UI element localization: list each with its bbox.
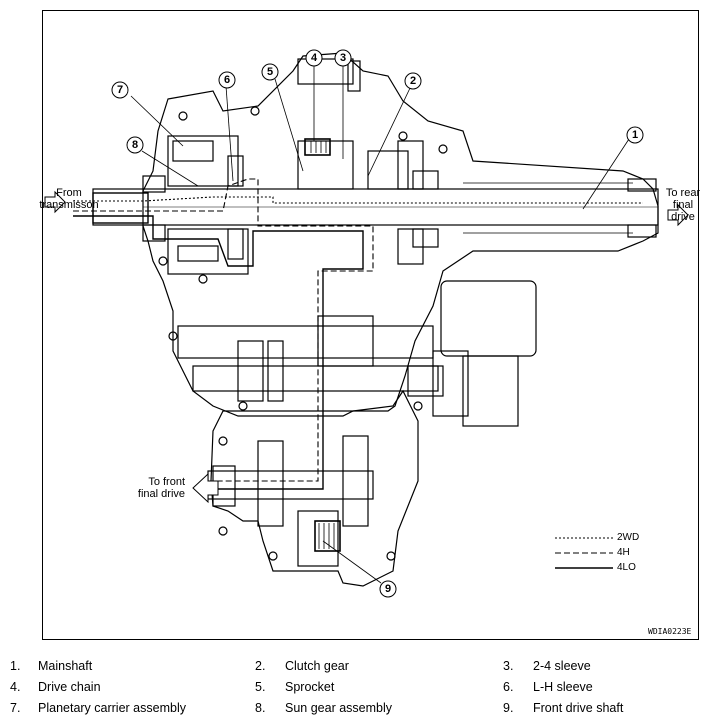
part-number: 9. [503, 701, 514, 715]
part-name: 2-4 sleeve [533, 659, 591, 673]
from-transmission-line-2: transmisson [39, 199, 99, 211]
input-arrow [44, 190, 66, 214]
part-number: 1. [10, 659, 21, 673]
part-number: 8. [255, 701, 266, 715]
drive-chain [304, 138, 331, 156]
sprocket [297, 140, 354, 190]
to-front-line-2: final drive [137, 488, 185, 500]
legend-4h-label: 4H [617, 547, 630, 558]
transfer-case-diagram: 1 2 3 4 5 6 7 8 9 From transmisson To re… [39, 10, 700, 640]
callout-4: 4 [311, 52, 318, 64]
callout-7: 7 [117, 84, 123, 96]
rear-output-arrow [667, 203, 689, 227]
to-front-label: To front final drive [125, 476, 185, 500]
planetary-carrier [167, 135, 239, 187]
callout-6: 6 [224, 74, 230, 86]
clutch-gear [367, 150, 409, 190]
part-name: Planetary carrier assembly [38, 701, 186, 715]
legend-4lo-label: 4LO [617, 562, 636, 573]
figure-code: WDIA0223E [648, 627, 692, 636]
to-rear-line-2: final drive [671, 199, 695, 223]
path-4h [73, 178, 374, 482]
part-name: Sun gear assembly [285, 701, 393, 715]
legend-2wd-label: 2WD [617, 532, 640, 543]
part-number: 3. [503, 659, 514, 673]
front-output-arrow [192, 472, 219, 504]
part-number: 6. [503, 680, 514, 694]
to-rear-label: To rear final drive [663, 187, 703, 223]
part-number: 4. [10, 680, 21, 694]
callout-1: 1 [632, 129, 638, 141]
part-number: 5. [255, 680, 266, 694]
path-4lo [73, 215, 364, 490]
part-name: L-H sleeve [533, 680, 593, 694]
part-name: Front drive shaft [533, 701, 624, 715]
part-name: Mainshaft [38, 659, 93, 673]
callout-8: 8 [132, 139, 138, 151]
front-output-housing [210, 389, 419, 587]
to-rear-line-1: To rear [665, 187, 701, 199]
transfer-case-drawing: 1 2 3 4 5 6 7 8 9 [44, 49, 689, 598]
from-transmission-line-1: From [56, 187, 82, 199]
transfer-housing-outline [142, 52, 659, 417]
part-name: Clutch gear [285, 659, 349, 673]
part-name: Sprocket [285, 680, 335, 694]
path-2wd [73, 196, 643, 204]
part-number: 7. [10, 701, 21, 715]
callout-5: 5 [267, 66, 273, 78]
to-front-line-1: To front [148, 476, 185, 488]
countershaft [177, 325, 434, 359]
callout-3: 3 [340, 52, 346, 64]
part-name: Drive chain [38, 680, 101, 694]
callout-9: 9 [385, 583, 391, 595]
callout-2: 2 [410, 75, 416, 87]
shift-motor [440, 280, 537, 357]
from-transmission-label: From transmisson [39, 187, 99, 211]
front-drive-shaft [207, 470, 374, 500]
part-number: 2. [255, 659, 266, 673]
